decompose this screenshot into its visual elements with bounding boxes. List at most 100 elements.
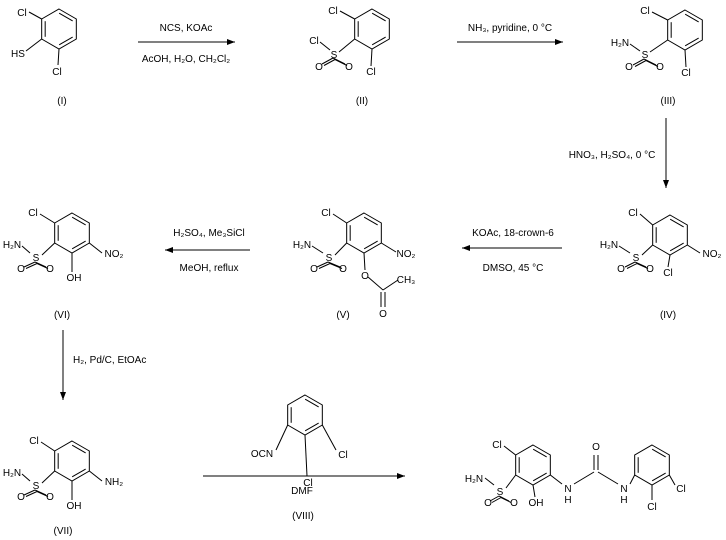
atom-o3: O xyxy=(592,442,600,453)
reagent-text: AcOH, H₂O, CH₂Cl₂ xyxy=(142,54,230,65)
atom-o: O xyxy=(345,62,353,73)
bond xyxy=(505,474,517,489)
bond xyxy=(363,252,366,271)
atom-nh2: H₂N xyxy=(600,240,618,251)
bond xyxy=(668,474,676,486)
atom-cl: Cl xyxy=(28,208,37,219)
benzene-ring xyxy=(54,212,90,254)
double-bond-line xyxy=(371,12,386,22)
atom-cl: Cl xyxy=(309,36,318,47)
atom-cl: Cl xyxy=(366,67,375,78)
reagent-text: H₂SO₄, Me₃SiCl xyxy=(173,228,245,239)
compound-label: (VII) xyxy=(54,526,73,537)
bond xyxy=(334,242,348,256)
bond xyxy=(484,477,495,486)
reagent-text: HNO₃, H₂SO₄, 0 °C xyxy=(569,150,656,161)
double-bond-line xyxy=(71,444,86,454)
sulfonyl-bond xyxy=(634,60,647,67)
double-bond-line xyxy=(669,218,684,228)
double-bond-line xyxy=(669,242,684,252)
sulfonyl-bond xyxy=(327,261,341,268)
bond xyxy=(89,470,103,482)
bond xyxy=(629,43,641,52)
benzene-ring xyxy=(667,9,703,51)
sulfonyl-bond xyxy=(323,59,336,66)
reagent-text: NCS, KOAc xyxy=(160,23,213,34)
atom-o: O xyxy=(46,492,54,503)
reagent-text: NH₃, pyridine, 0 °C xyxy=(468,23,552,34)
sulfonyl-bond xyxy=(25,491,38,497)
double-bond-line xyxy=(532,472,547,482)
atom-cl: Cl xyxy=(52,67,61,78)
sulfonyl-bond xyxy=(34,261,47,268)
double-bond-line xyxy=(684,37,699,47)
atom-o-ester: O xyxy=(361,271,369,282)
sulfonyl-bond xyxy=(632,58,645,66)
atom-cl: Cl xyxy=(321,208,330,219)
arrowhead-icon xyxy=(397,473,405,479)
bond xyxy=(39,213,55,224)
bond xyxy=(338,38,355,53)
compound-label: (VIII) xyxy=(292,511,314,522)
double-bond-line xyxy=(58,12,73,22)
atom-oh: OH xyxy=(67,273,82,284)
compound-III: Cl H₂N S O O Cl (III) xyxy=(611,6,691,107)
compound-label: (VI) xyxy=(54,310,70,321)
bond xyxy=(41,242,56,256)
bond xyxy=(41,470,56,484)
compound-label: (II) xyxy=(356,96,368,107)
sulfonyl-bond xyxy=(334,59,348,66)
bond xyxy=(532,484,536,498)
compound-label: (I) xyxy=(57,96,66,107)
bond xyxy=(618,245,631,254)
atom-sh: HS xyxy=(11,49,25,60)
atom-oh: OH xyxy=(67,501,82,512)
compound-VII: Cl H₂N S O O OH NH₂ (VII) xyxy=(3,436,123,537)
double-bond-line xyxy=(71,216,86,226)
sulfonyl-bond xyxy=(318,263,331,269)
atom-o: O xyxy=(625,62,633,73)
compound-VI: Cl H₂N S O O OH NO₂ (VI) xyxy=(3,208,124,321)
atom-o: O xyxy=(17,492,25,503)
benzene-ring xyxy=(41,8,77,50)
reagent-text: DMF xyxy=(291,486,313,497)
reagent-text: DMSO, 45 °C xyxy=(483,263,544,274)
atom-cl2: Cl xyxy=(676,484,685,495)
bond xyxy=(667,254,671,268)
benzene-ring xyxy=(652,214,688,256)
atom-n2: N xyxy=(620,484,627,495)
atom-cl: Cl xyxy=(681,68,690,79)
bond xyxy=(311,245,324,254)
bond xyxy=(21,245,31,254)
double-bond-line xyxy=(304,398,319,408)
atom-s: S xyxy=(33,253,40,264)
atom-cl: Cl xyxy=(663,268,672,279)
atom-nh2: NH₂ xyxy=(105,477,123,488)
arrowhead-icon xyxy=(60,392,66,400)
sulfonyl-bond xyxy=(36,263,49,269)
bonds xyxy=(21,8,703,503)
compound-label: (IV) xyxy=(660,310,676,321)
atom-nh2: H₂N xyxy=(3,240,21,251)
sulfonyl-bond xyxy=(491,497,502,503)
compound-VIII: OCN Cl Cl (VIII) xyxy=(251,449,348,522)
atom-no2: NO₂ xyxy=(397,249,416,260)
double-bond-line xyxy=(71,240,86,250)
sulfonyl-bond xyxy=(645,60,659,67)
reagent-text: H₂, Pd/C, EtOAc xyxy=(73,355,146,366)
atom-nh2: H₂N xyxy=(293,240,311,251)
atom-cl: Cl xyxy=(628,208,637,219)
atom-o-carbonyl: O xyxy=(379,309,387,320)
atom-cl: Cl xyxy=(303,478,312,489)
atom-no2: NO₂ xyxy=(105,249,124,260)
bond xyxy=(332,213,347,224)
double-bond-line xyxy=(684,13,699,23)
atom-ocn: OCN xyxy=(251,449,273,460)
bond xyxy=(687,244,701,254)
atom-nh2: H₂N xyxy=(465,474,483,485)
double-bond-line xyxy=(363,216,378,226)
atom-nh2: H₂N xyxy=(3,468,21,479)
bond xyxy=(641,244,654,256)
reagent-text: MeOH, reflux xyxy=(180,263,239,274)
